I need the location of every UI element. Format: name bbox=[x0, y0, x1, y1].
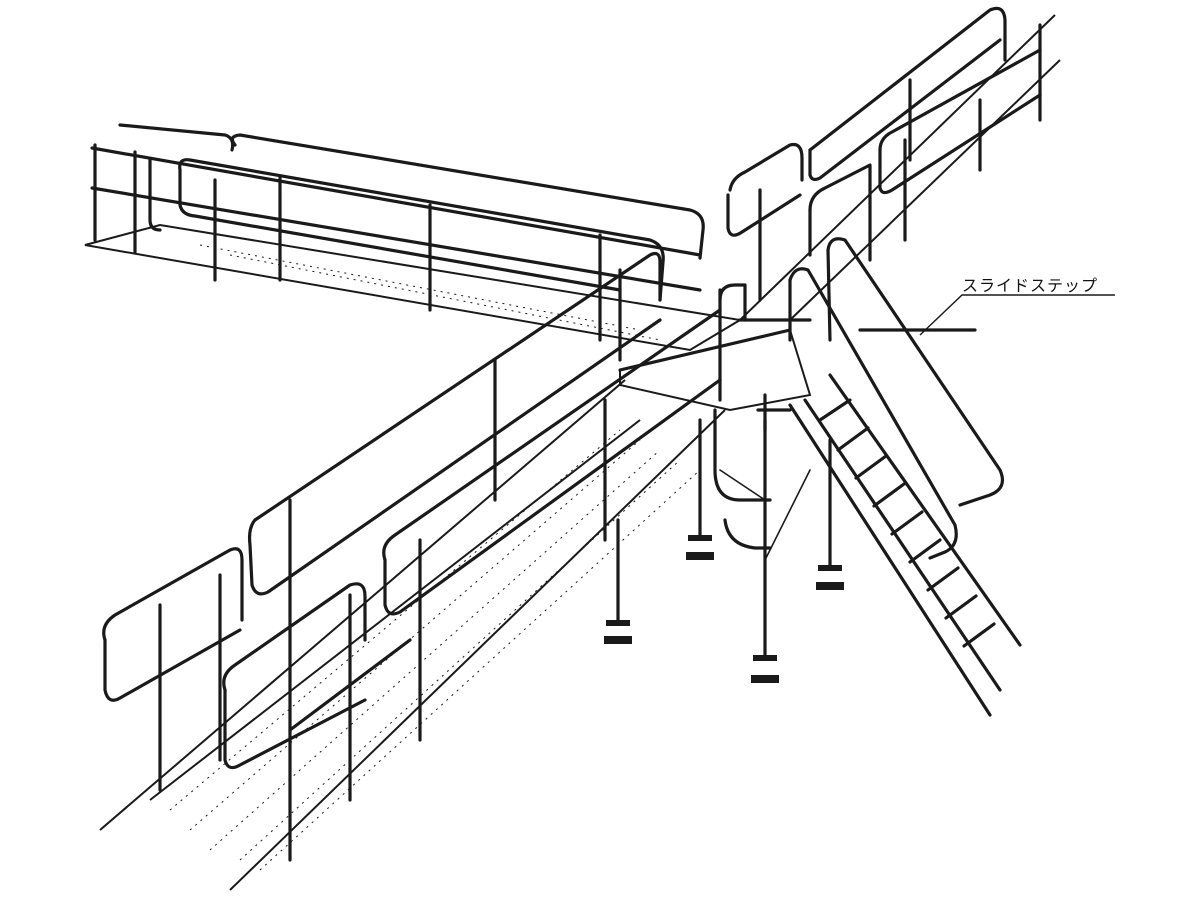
callout-slide-step bbox=[919, 294, 1115, 336]
slide-step-handrail-inner bbox=[788, 267, 958, 560]
jack-base-legs bbox=[604, 418, 844, 683]
walkway-front-inner-rail bbox=[222, 308, 722, 802]
slide-step bbox=[756, 237, 1022, 717]
walkway-front-outer-rail bbox=[102, 251, 662, 862]
platform bbox=[618, 283, 812, 550]
slide-step-treads bbox=[818, 398, 996, 648]
walkway-right bbox=[726, 6, 1061, 321]
slide-step-handrail-outer bbox=[826, 237, 1004, 507]
walkway-left-inner-rail bbox=[148, 158, 665, 302]
walkway-front bbox=[99, 251, 726, 891]
callout-label-slide-step: スライドステップ bbox=[962, 276, 1099, 295]
walkway-right-outer-rail bbox=[726, 6, 1042, 302]
walkway-right-inner-rail bbox=[808, 48, 1042, 262]
walkway-left bbox=[84, 123, 743, 352]
